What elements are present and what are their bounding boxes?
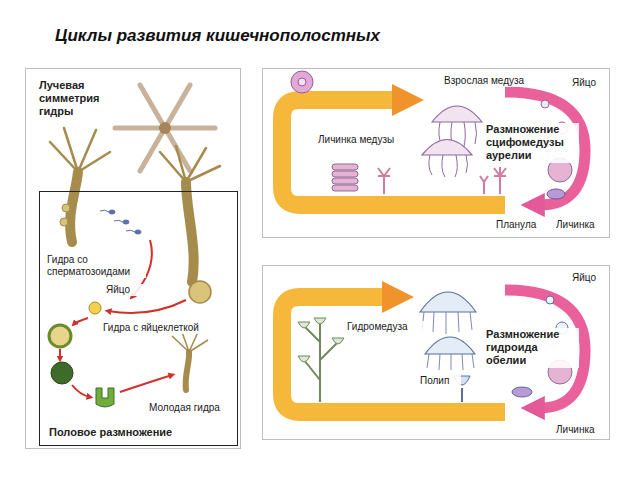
polyp bbox=[494, 167, 506, 194]
tentacle bbox=[186, 166, 220, 182]
tentacle bbox=[140, 85, 165, 128]
sperm-tail bbox=[126, 230, 135, 232]
figure-label: Гидромедуза bbox=[346, 321, 424, 333]
embryo bbox=[49, 325, 71, 347]
figure-label: Личинка bbox=[555, 219, 607, 231]
figure-label: Гидра с яйцеклеткой bbox=[102, 322, 224, 334]
medusa-top-view bbox=[298, 78, 306, 86]
testis bbox=[60, 218, 68, 226]
panel-heading: Лучевая симметрия гидры bbox=[38, 79, 104, 119]
sperm bbox=[100, 210, 141, 234]
tentacle bbox=[78, 152, 110, 172]
tentacle bbox=[115, 126, 165, 131]
tentacle bbox=[140, 128, 165, 171]
polyp-stalk bbox=[461, 388, 463, 402]
tentacle bbox=[165, 126, 215, 131]
strobila-disc bbox=[332, 178, 358, 184]
hydra-female bbox=[160, 146, 220, 303]
figure-label: Гидра со сперматозоидами bbox=[46, 254, 146, 278]
egg bbox=[541, 100, 549, 108]
figure-label: Яйцо bbox=[571, 77, 607, 89]
diagram-title: Циклы развития кишечнополостных bbox=[55, 26, 380, 46]
hydra-development bbox=[49, 302, 208, 407]
embryo bbox=[51, 362, 73, 384]
tentacle bbox=[172, 332, 208, 352]
young-hydra bbox=[186, 352, 190, 390]
adult-medusa bbox=[422, 140, 472, 156]
panel-heading: Половое размножение bbox=[48, 426, 200, 439]
adult-medusa bbox=[432, 106, 482, 122]
polyp bbox=[378, 168, 390, 194]
sperm-tail bbox=[114, 220, 123, 222]
figure-label: Яйцо bbox=[105, 284, 147, 296]
hydromedusa bbox=[420, 292, 476, 312]
hydra-panel: Гидра со сперматозоидамиЯйцоГидра с яйце… bbox=[25, 68, 241, 449]
figure-label: Личинка bbox=[555, 424, 607, 436]
hydroid-cup bbox=[298, 318, 344, 362]
medusa-top-view bbox=[291, 71, 313, 93]
obelia-panel: ЯйцоГидромедузаРазмножение гидроида обел… bbox=[262, 265, 610, 440]
sperm-cell bbox=[123, 220, 129, 224]
hydra-male bbox=[50, 128, 110, 242]
cycle-band bbox=[282, 100, 505, 205]
egg bbox=[546, 296, 554, 304]
arrow bbox=[74, 318, 88, 324]
testis bbox=[62, 204, 70, 212]
tentacle bbox=[176, 146, 186, 182]
egg bbox=[89, 302, 101, 314]
reproduction-box: Гидра со сперматозоидамиЯйцоГидра с яйце… bbox=[39, 191, 238, 446]
tentacle bbox=[429, 155, 468, 177]
tentacle bbox=[165, 85, 190, 128]
hydra-mouth bbox=[159, 122, 171, 134]
hydromedusa bbox=[425, 337, 475, 354]
panel-heading: Размножение гидроида обелии bbox=[485, 328, 579, 368]
tentacle bbox=[422, 312, 472, 334]
egg-cell bbox=[189, 281, 211, 303]
arrow bbox=[120, 375, 172, 392]
strobila-disc bbox=[332, 164, 358, 170]
figure-label: Молодая гидра bbox=[148, 402, 235, 414]
strobila-disc bbox=[332, 171, 358, 177]
arrow bbox=[108, 300, 186, 313]
arrow bbox=[72, 385, 90, 397]
larva bbox=[512, 387, 532, 397]
arrow bbox=[59, 349, 61, 359]
aurelia-panel: Взрослая медуза ЯйцоЛичинка медузы Размнож… bbox=[262, 68, 610, 238]
tentacle bbox=[64, 128, 78, 172]
obelia-cycle bbox=[282, 290, 585, 412]
figure-label: Взрослая медуза bbox=[443, 75, 537, 87]
cycle-band bbox=[282, 297, 505, 412]
figure-label: Полип bbox=[419, 375, 461, 387]
panel-heading: Размножение сцифомедузы аурелии bbox=[485, 123, 579, 163]
hydroid-colony bbox=[304, 322, 338, 402]
polyp bbox=[480, 176, 488, 194]
sperm-tail bbox=[100, 210, 109, 212]
tentacle bbox=[427, 354, 474, 370]
strobila-disc bbox=[332, 185, 358, 191]
larva bbox=[547, 189, 565, 199]
sperm-cell bbox=[135, 230, 141, 234]
figure-label: Планула bbox=[495, 219, 547, 231]
sperm-cell bbox=[109, 210, 115, 214]
figure-label: Яйцо bbox=[571, 272, 607, 284]
embryo-cup bbox=[96, 388, 114, 407]
aurelia-cycle bbox=[282, 92, 585, 205]
figure-label: Личинка медузы bbox=[317, 134, 403, 146]
hydra-body bbox=[70, 172, 78, 242]
hydra-body bbox=[186, 182, 194, 282]
